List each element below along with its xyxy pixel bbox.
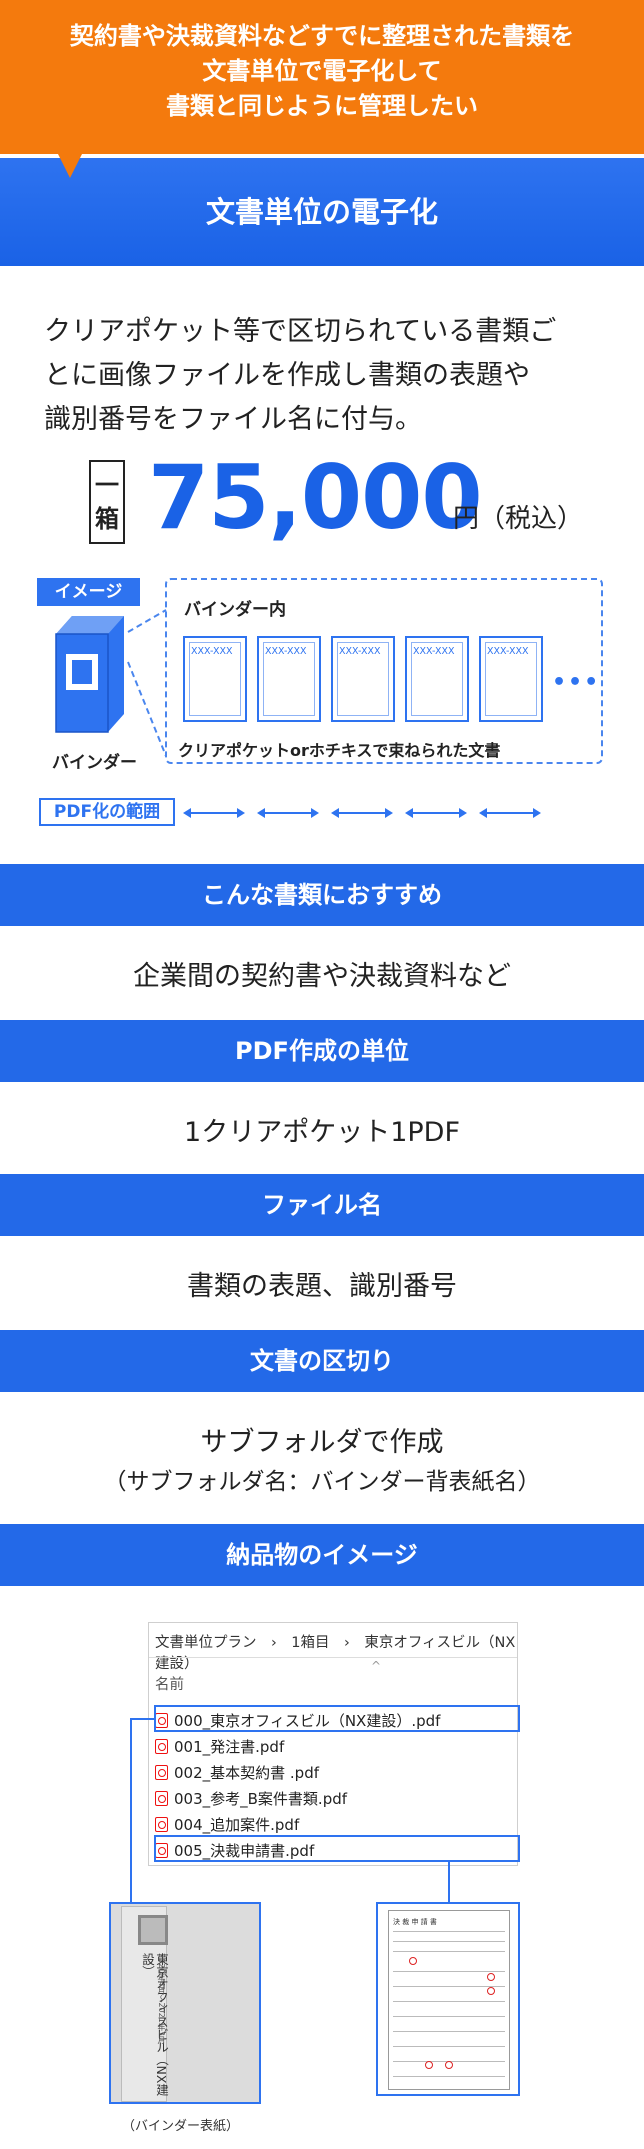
scope-arrow [257, 808, 319, 818]
price-amount: 75,000 [148, 446, 483, 549]
pocket-3: XXX-XXX [331, 636, 395, 722]
doc-row [393, 2031, 505, 2032]
speech-tail [56, 150, 84, 178]
pdf-scope-tag: PDF化の範囲 [39, 798, 175, 826]
pocket-label: XXX-XXX [191, 646, 233, 657]
price-unit: 円（税込） [453, 504, 584, 534]
cover-subtitle: 2020年4月〜2021年3月 [157, 1953, 166, 2044]
cover-caption: （バインダー表紙） [122, 2119, 240, 2134]
breadcrumb[interactable]: 文書単位プラン › 1箱目 › 東京オフィスビル（NX建設） [155, 1635, 516, 1672]
document-sheet: 決 裁 申 請 書 [388, 1910, 510, 2090]
pocket-5: XXX-XXX [479, 636, 543, 722]
file-name: 004_追加案件.pdf [174, 1815, 300, 1834]
section-deliverable: 納品物のイメージ [0, 1524, 644, 1586]
diagram-lines [127, 609, 167, 757]
plan-description: クリアポケット等で区切られている書類ご とに画像ファイルを作成し書類の表題や 識… [44, 310, 604, 442]
cover-label-square [138, 1915, 168, 1945]
pocket-label: XXX-XXX [265, 646, 307, 657]
stamp-mark [445, 2061, 453, 2069]
doc-row [393, 1986, 505, 1987]
banner-line-2: 文書単位で電子化して [202, 57, 442, 85]
scope-arrow [479, 808, 541, 818]
separation-text: サブフォルダで作成 [200, 1427, 444, 1458]
binder-cover-image: 東京オフィスビル（NX建設） 2020年4月〜2021年3月 [109, 1902, 261, 2104]
file-item[interactable]: 004_追加案件.pdf [155, 1811, 299, 1837]
cover-title: 東京オフィスビル（NX建設） [140, 1953, 169, 2096]
scope-arrow [331, 808, 393, 818]
highlight-approval-file [154, 1835, 520, 1862]
plan-title: 文書単位の電子化 [0, 158, 644, 266]
binder-diagram: イメージ バインダー内 XXX-XXX XXX-XXX XXX-XXX XXX-… [0, 570, 644, 830]
stamp-mark [487, 1987, 495, 1995]
doc-row [393, 1931, 505, 1932]
image-tag: イメージ [37, 578, 140, 606]
doc-row [393, 1941, 505, 1942]
file-name: 000_東京オフィスビル（NX建設）.pdf [174, 1711, 441, 1730]
description-line-1: クリアポケット等で区切られている書類ご [44, 316, 557, 347]
recommended-text: 企業間の契約書や決裁資料など [133, 961, 511, 992]
pdf-icon [155, 1790, 168, 1806]
section-file-name: ファイル名 [0, 1174, 644, 1236]
sort-caret-icon[interactable]: ^ [371, 1659, 382, 1673]
document-title: 決 裁 申 請 書 [393, 1918, 437, 1926]
file-explorer: 文書単位プラン › 1箱目 › 東京オフィスビル（NX建設） ^ 名前 000_… [148, 1622, 518, 1866]
inner-label: バインダー内 [184, 600, 286, 620]
doc-row [393, 1971, 505, 1972]
description-line-3: 識別番号をファイル名に付与。 [44, 404, 422, 435]
file-name: 001_発注書.pdf [174, 1737, 285, 1756]
unit-badge-bottom: 箱 [95, 505, 119, 533]
scope-arrow [405, 808, 467, 818]
approval-document-image: 決 裁 申 請 書 [376, 1902, 520, 2096]
doc-row [393, 2076, 505, 2077]
doc-row [393, 2016, 505, 2017]
stamp-mark [425, 2061, 433, 2069]
scope-arrow [183, 808, 245, 818]
file-name: 003_参考_B案件書類.pdf [174, 1789, 348, 1808]
connector [130, 1718, 132, 1904]
section-recommended: こんな書類におすすめ [0, 864, 644, 926]
file-item[interactable]: 002_基本契約書 .pdf [155, 1759, 319, 1785]
highlight-cover-file [154, 1705, 520, 1732]
file-name-text: 書類の表題、識別番号 [187, 1271, 457, 1302]
pocket-2: XXX-XXX [257, 636, 321, 722]
pdf-icon [155, 1816, 168, 1832]
connector [130, 1718, 156, 1720]
banner-line-1: 契約書や決裁資料などすでに整理された書類を [69, 22, 575, 50]
pocket-caption: クリアポケットorホチキスで束ねられた文書 [178, 741, 501, 760]
divider [149, 1657, 517, 1658]
cover-spine: 東京オフィスビル（NX建設） 2020年4月〜2021年3月 [121, 1906, 169, 2102]
pocket-label: XXX-XXX [339, 646, 381, 657]
stamp-mark [487, 1973, 495, 1981]
headline-banner: 契約書や決裁資料などすでに整理された書類を 文書単位で電子化して 書類と同じよう… [0, 0, 644, 154]
file-name: 002_基本契約書 .pdf [174, 1763, 319, 1782]
binder-icon [55, 616, 124, 733]
separation-subtext: （サブフォルダ名：バインダー背表紙名） [103, 1469, 541, 1495]
unit-badge-top: 一 [95, 471, 119, 499]
section-document-separation: 文書の区切り [0, 1330, 644, 1392]
pdf-icon [155, 1764, 168, 1780]
unit-badge: 一 箱 [89, 460, 125, 544]
file-name: 005_決裁申請書.pdf [174, 1841, 315, 1860]
column-header-name[interactable]: 名前 [155, 1677, 184, 1693]
banner-line-3: 書類と同じように管理したい [166, 92, 478, 120]
pdf-unit-text: 1クリアポケット1PDF [184, 1117, 460, 1148]
doc-row [393, 2046, 505, 2047]
pdf-icon [155, 1738, 168, 1754]
binder-label: バインダー [52, 753, 137, 773]
binder-contents-box [165, 578, 603, 764]
stamp-mark [409, 1957, 417, 1965]
section-pdf-unit: PDF作成の単位 [0, 1020, 644, 1082]
pocket-4: XXX-XXX [405, 636, 469, 722]
file-item[interactable]: 001_発注書.pdf [155, 1733, 284, 1759]
doc-row [393, 2001, 505, 2002]
connector [448, 1862, 450, 1904]
pocket-label: XXX-XXX [413, 646, 455, 657]
pocket-1: XXX-XXX [183, 636, 247, 722]
pocket-label: XXX-XXX [487, 646, 529, 657]
description-line-2: とに画像ファイルを作成し書類の表題や [44, 360, 530, 391]
doc-row [393, 1951, 505, 1952]
more-dots: ••• [552, 670, 601, 695]
file-item[interactable]: 003_参考_B案件書類.pdf [155, 1785, 347, 1811]
